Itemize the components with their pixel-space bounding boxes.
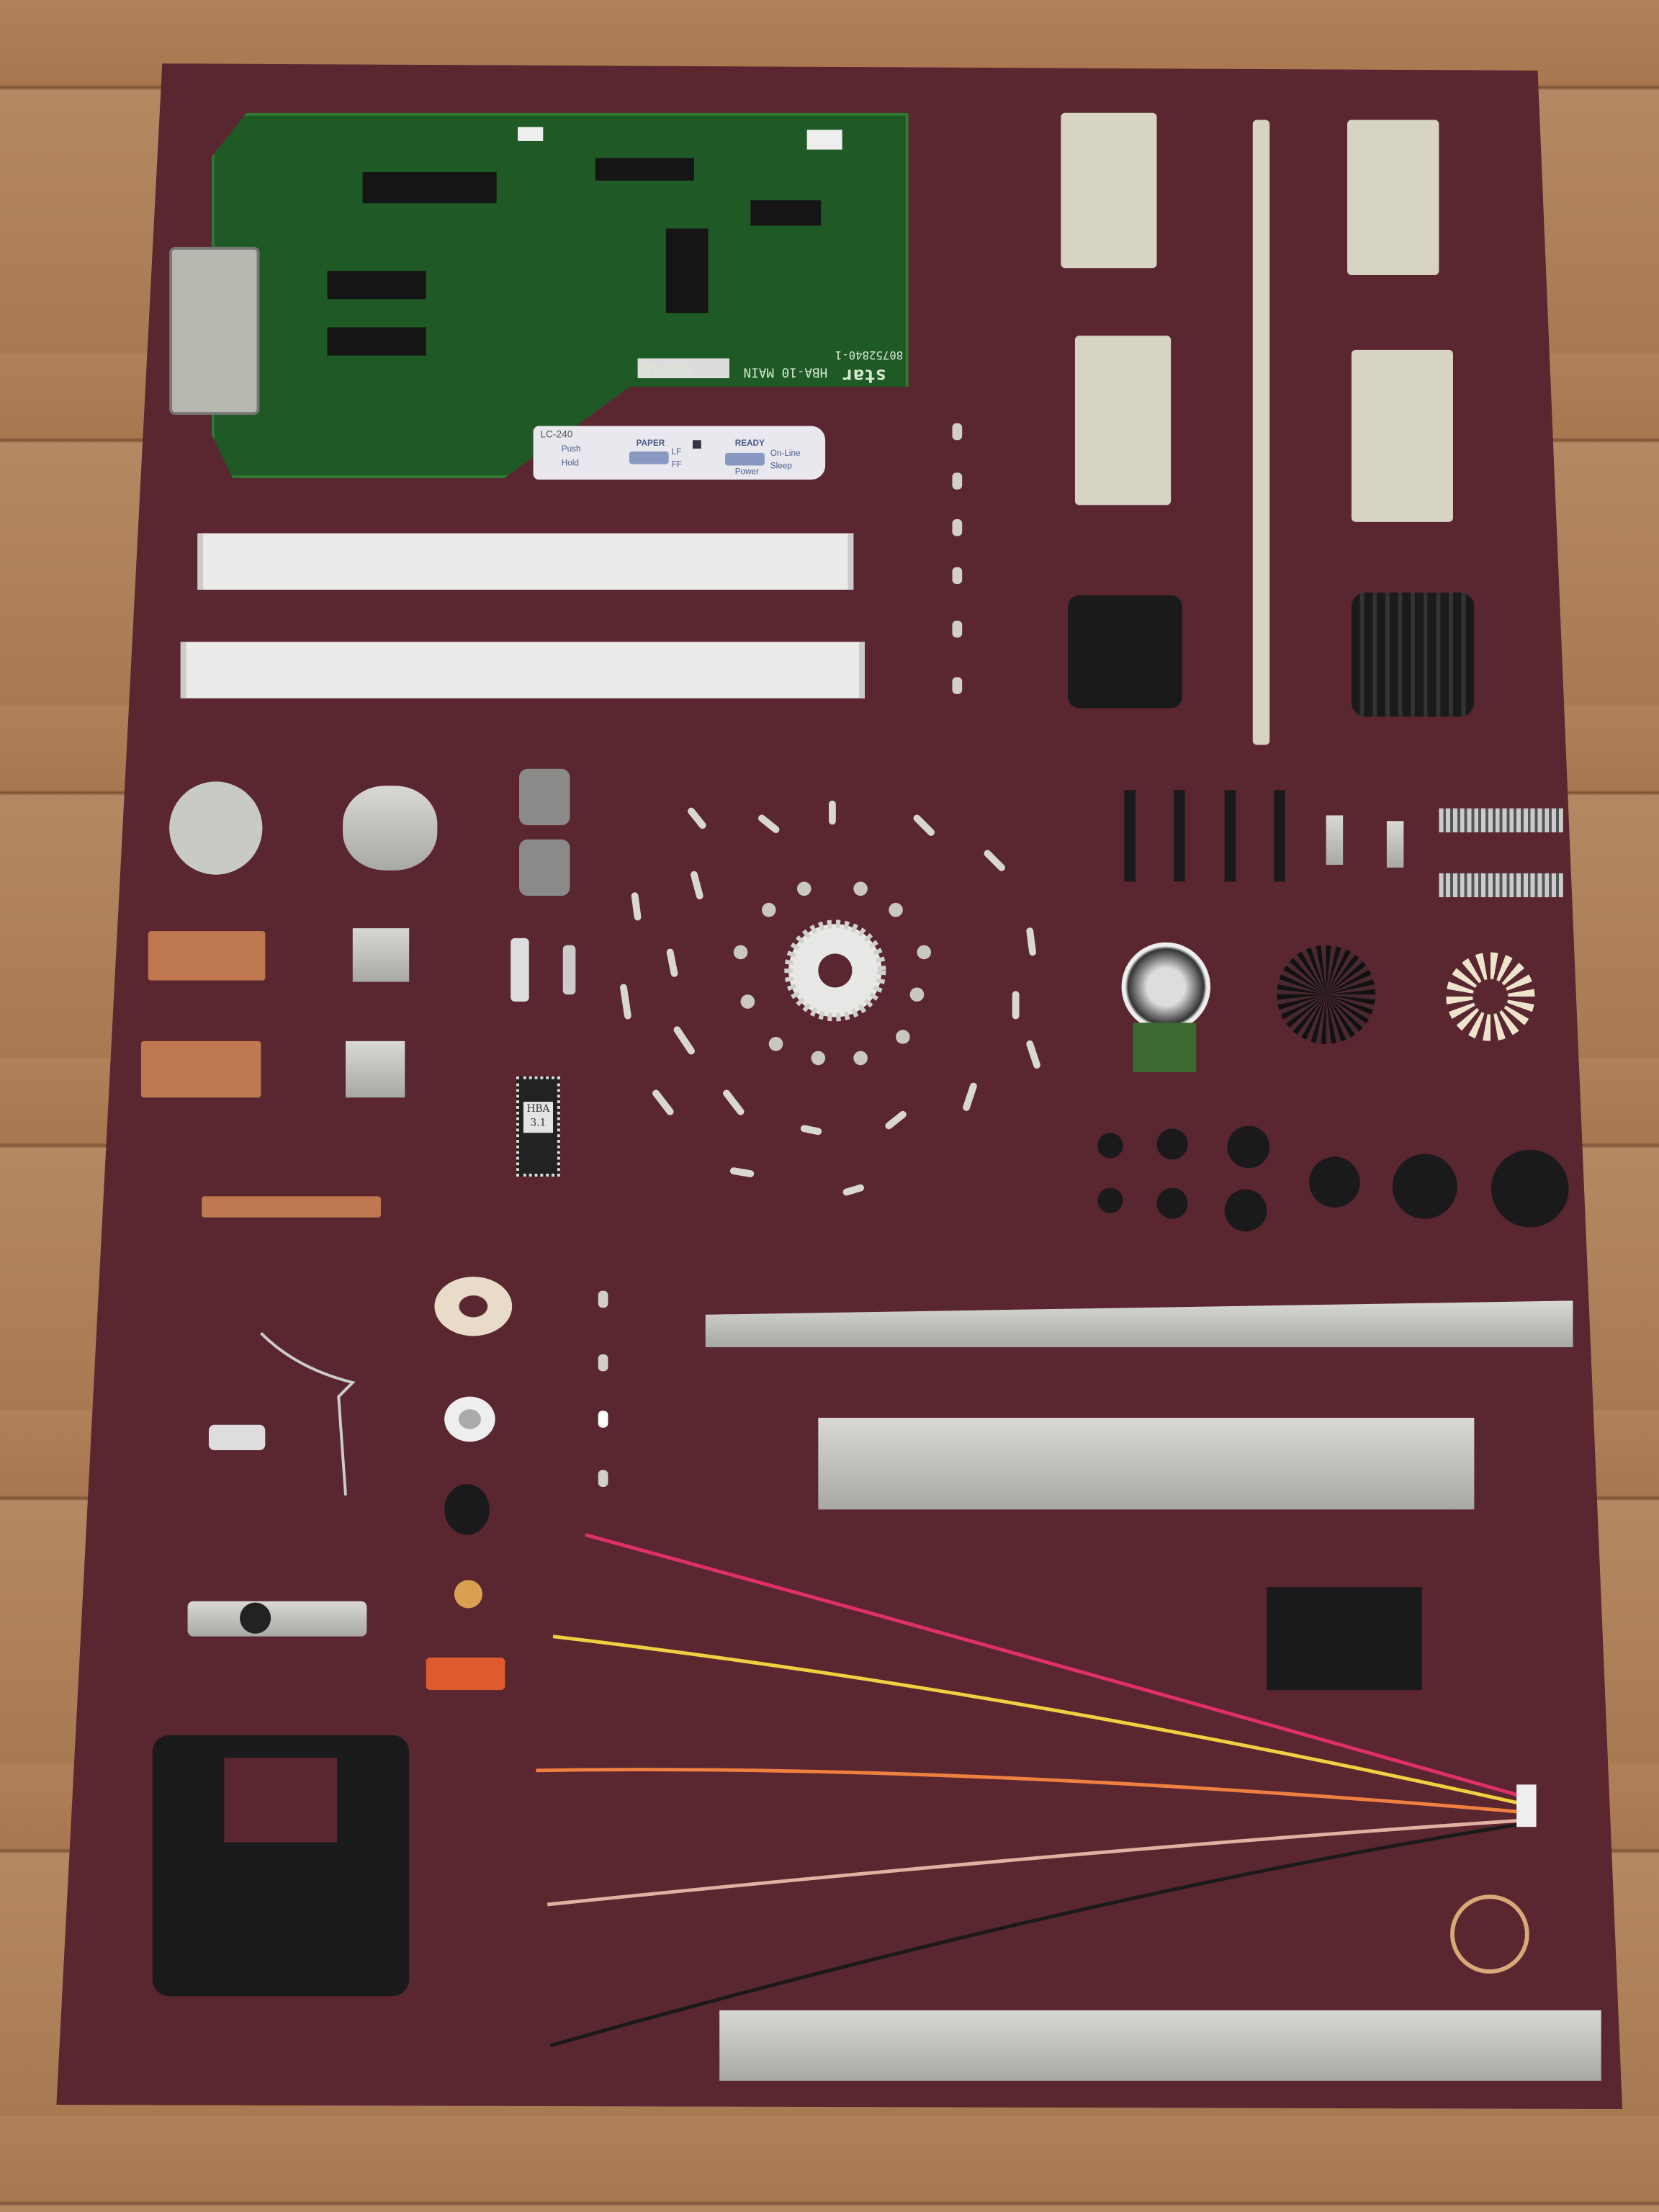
orange-part bbox=[426, 1658, 505, 1691]
pcb-board-name: HBA-10 MAIN bbox=[743, 364, 828, 379]
model-text: LC-240 bbox=[540, 430, 573, 441]
metal-shaft-assembly bbox=[719, 2010, 1601, 2081]
screw bbox=[952, 567, 963, 585]
black-spacer bbox=[1174, 790, 1185, 882]
screw bbox=[598, 1354, 608, 1372]
copper-bracket bbox=[140, 1040, 261, 1098]
brass-washer bbox=[454, 1580, 483, 1609]
copper-bracket bbox=[148, 931, 266, 981]
ribbon-cable bbox=[180, 642, 865, 698]
small-gear bbox=[1156, 1128, 1188, 1160]
bracket-bushing bbox=[240, 1602, 271, 1634]
plastic-rod bbox=[1252, 120, 1270, 745]
small-gear bbox=[1097, 1133, 1123, 1159]
copper-bracket bbox=[202, 1196, 381, 1218]
wire-harness bbox=[536, 1533, 1537, 2048]
eprom-label-line2: 3.1 bbox=[530, 1117, 547, 1129]
ready-button bbox=[725, 452, 765, 466]
ribbon-cartridge bbox=[152, 1735, 410, 1997]
control-panel-label: LC-240 Push Hold PAPER LF FF READY On-Li… bbox=[533, 426, 826, 480]
wire-spring bbox=[260, 1332, 356, 1496]
small-gear bbox=[1227, 1125, 1270, 1169]
cream-gear bbox=[1446, 952, 1535, 1041]
small-gear bbox=[1224, 1189, 1267, 1232]
spring bbox=[1386, 821, 1404, 868]
gear bbox=[1309, 1156, 1360, 1208]
spring bbox=[1439, 808, 1563, 832]
encoder-wheel bbox=[1121, 942, 1210, 1032]
screw bbox=[952, 621, 963, 638]
screw bbox=[598, 1411, 608, 1428]
eprom-chip: HBA 3.1 bbox=[516, 1076, 560, 1177]
power-text: Power bbox=[734, 468, 760, 477]
gear bbox=[1392, 1154, 1457, 1219]
pcb-brand-logo: star bbox=[842, 364, 886, 385]
ready-led bbox=[692, 440, 701, 449]
encoder-board bbox=[1133, 1022, 1197, 1072]
black-heatsink bbox=[1068, 595, 1182, 709]
pcb-sticker: 8000419 bbox=[637, 361, 691, 376]
spring bbox=[1326, 815, 1344, 865]
screw bbox=[952, 423, 963, 441]
screw bbox=[598, 1470, 608, 1487]
pcb-part-number: 80752840-1 bbox=[835, 348, 904, 361]
plastic-bracket bbox=[1347, 120, 1439, 276]
plastic-bracket bbox=[1351, 349, 1453, 522]
parallel-port-connector bbox=[169, 246, 260, 415]
sleep-text: Sleep bbox=[770, 462, 792, 472]
metal-lever bbox=[208, 1424, 266, 1451]
plastic-disc bbox=[169, 781, 263, 875]
screw bbox=[598, 1290, 608, 1308]
eprom-label-line1: HBA bbox=[526, 1103, 550, 1115]
white-gear bbox=[444, 1396, 495, 1442]
black-spacer bbox=[1224, 790, 1236, 882]
lf-text: LF bbox=[671, 449, 682, 457]
fuse bbox=[562, 945, 576, 995]
fuse bbox=[511, 938, 529, 1002]
metal-disc bbox=[343, 786, 438, 871]
gear bbox=[1491, 1149, 1569, 1228]
brass-ring bbox=[1450, 1894, 1529, 1974]
metal-plate bbox=[818, 1417, 1475, 1510]
rubber-roller bbox=[518, 768, 570, 826]
paper-text: PAPER bbox=[636, 440, 665, 449]
screw bbox=[952, 518, 963, 536]
ready-text: READY bbox=[734, 440, 765, 449]
plastic-bracket bbox=[1074, 336, 1172, 505]
plastic-bracket bbox=[1061, 112, 1157, 269]
black-heatsink bbox=[1351, 592, 1475, 717]
metal-clip bbox=[346, 1040, 405, 1098]
paper-button bbox=[629, 451, 669, 464]
black-spacer bbox=[1274, 790, 1285, 882]
small-gear bbox=[1156, 1187, 1188, 1219]
hold-text: Hold bbox=[561, 459, 579, 469]
rubber-roller bbox=[518, 839, 570, 896]
cream-cam bbox=[434, 1277, 513, 1336]
black-spacer bbox=[1124, 790, 1136, 882]
online-text: On-Line bbox=[770, 449, 801, 459]
ribbon-cable bbox=[197, 533, 854, 590]
screw bbox=[952, 472, 963, 490]
push-text: Push bbox=[561, 446, 581, 454]
small-gear bbox=[1097, 1187, 1123, 1213]
spring bbox=[1439, 873, 1563, 898]
metal-clip bbox=[352, 928, 410, 982]
screw bbox=[952, 677, 963, 694]
print-head-wires bbox=[620, 800, 1040, 1196]
metal-bracket bbox=[187, 1601, 367, 1637]
black-cam bbox=[444, 1484, 490, 1535]
ff-text: FF bbox=[671, 461, 682, 470]
black-plastic-piece bbox=[1267, 1587, 1422, 1691]
black-wheel bbox=[1277, 945, 1376, 1044]
